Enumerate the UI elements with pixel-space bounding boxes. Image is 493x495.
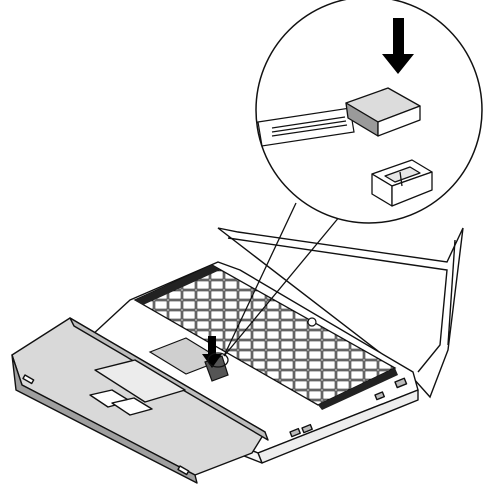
arrow-down-icon	[202, 336, 222, 368]
connector-icon	[345, 87, 421, 137]
base-connector-area	[148, 336, 229, 382]
socket-icon	[371, 159, 433, 207]
touchpad	[94, 359, 186, 403]
palm-rest	[11, 317, 269, 484]
keyboard	[133, 264, 398, 410]
trackpoint	[307, 317, 317, 327]
magnifier-icon	[255, 0, 483, 224]
flex-cable	[257, 107, 355, 147]
magnifier-lines	[207, 202, 341, 368]
arrow-down-icon	[382, 18, 414, 74]
touchpad-right-button	[111, 397, 153, 416]
